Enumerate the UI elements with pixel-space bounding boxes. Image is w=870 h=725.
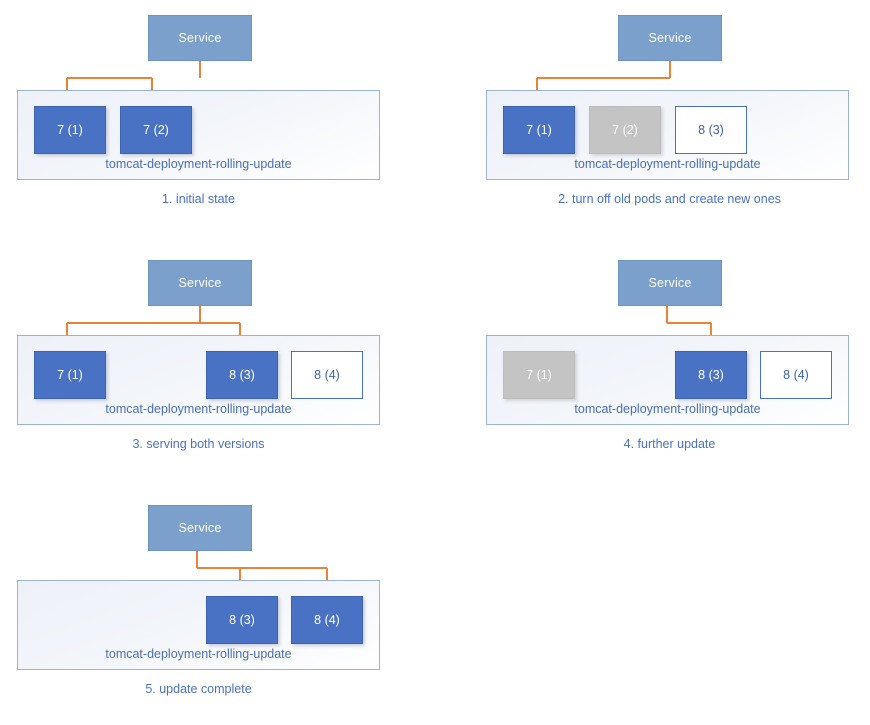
panel-caption: 1. initial state	[162, 192, 235, 206]
deployment-label: tomcat-deployment-rolling-update	[105, 647, 292, 661]
deployment-container[interactable]: 8 (3) 8 (4) tomcat-deployment-rolling-up…	[17, 580, 380, 670]
pod-box[interactable]: 8 (3)	[675, 351, 747, 399]
service-box[interactable]: Service	[618, 260, 722, 306]
panel-initial-state: Service 7 (1) 7 (2) tomcat-deployment-ro…	[0, 0, 435, 235]
panel-turn-off-old-pods: Service 7 (1) 7 (2) 8 (3) tomcat-deploym…	[435, 0, 870, 235]
panel-caption: 3. serving both versions	[132, 437, 265, 451]
service-label: Service	[648, 276, 692, 290]
panel-caption: 5. update complete	[145, 682, 252, 696]
pod-label: 8 (4)	[314, 613, 340, 627]
deployment-container[interactable]: 7 (1) 8 (3) 8 (4) tomcat-deployment-roll…	[17, 335, 380, 425]
pod-label: 7 (2)	[143, 123, 169, 137]
service-label: Service	[648, 31, 692, 45]
deployment-label: tomcat-deployment-rolling-update	[105, 402, 292, 416]
pod-box[interactable]: 8 (3)	[206, 351, 278, 399]
panel-update-complete: Service 8 (3) 8 (4) tomcat-deployment-ro…	[0, 490, 435, 725]
pod-label: 7 (1)	[57, 368, 83, 382]
pod-label: 8 (3)	[229, 368, 255, 382]
pod-box[interactable]: 7 (1)	[34, 351, 106, 399]
service-label: Service	[178, 276, 222, 290]
pod-box[interactable]: 7 (1)	[503, 351, 575, 399]
deployment-container[interactable]: 7 (1) 7 (2) 8 (3) tomcat-deployment-roll…	[486, 90, 849, 180]
pod-box[interactable]: 8 (3)	[206, 596, 278, 644]
pod-box[interactable]: 7 (2)	[120, 106, 192, 154]
panel-serving-both-versions: Service 7 (1) 8 (3) 8 (4) tomcat-deploym…	[0, 245, 435, 480]
service-box[interactable]: Service	[148, 505, 252, 551]
pod-label: 7 (1)	[526, 368, 552, 382]
service-label: Service	[178, 521, 222, 535]
pod-box[interactable]: 7 (1)	[503, 106, 575, 154]
deployment-container[interactable]: 7 (1) 8 (3) 8 (4) tomcat-deployment-roll…	[486, 335, 849, 425]
service-label: Service	[178, 31, 222, 45]
pod-label: 8 (3)	[698, 123, 724, 137]
panel-further-update: Service 7 (1) 8 (3) 8 (4) tomcat-deploym…	[435, 245, 870, 480]
pod-box[interactable]: 8 (4)	[760, 351, 832, 399]
pod-label: 7 (1)	[57, 123, 83, 137]
pod-box[interactable]: 8 (4)	[291, 351, 363, 399]
pod-label: 8 (4)	[783, 368, 809, 382]
pod-box[interactable]: 7 (2)	[589, 106, 661, 154]
deployment-container[interactable]: 7 (1) 7 (2) tomcat-deployment-rolling-up…	[17, 90, 380, 180]
panel-caption: 2. turn off old pods and create new ones	[558, 192, 781, 206]
pod-label: 7 (1)	[526, 123, 552, 137]
pod-label: 8 (3)	[229, 613, 255, 627]
pod-box[interactable]: 7 (1)	[34, 106, 106, 154]
pod-box[interactable]: 8 (3)	[675, 106, 747, 154]
deployment-label: tomcat-deployment-rolling-update	[574, 157, 761, 171]
deployment-label: tomcat-deployment-rolling-update	[574, 402, 761, 416]
pod-label: 8 (4)	[314, 368, 340, 382]
pod-label: 8 (3)	[698, 368, 724, 382]
deployment-label: tomcat-deployment-rolling-update	[105, 157, 292, 171]
service-box[interactable]: Service	[148, 260, 252, 306]
service-box[interactable]: Service	[148, 15, 252, 61]
service-box[interactable]: Service	[618, 15, 722, 61]
panel-caption: 4. further update	[623, 437, 716, 451]
pod-label: 7 (2)	[612, 123, 638, 137]
pod-box[interactable]: 8 (4)	[291, 596, 363, 644]
